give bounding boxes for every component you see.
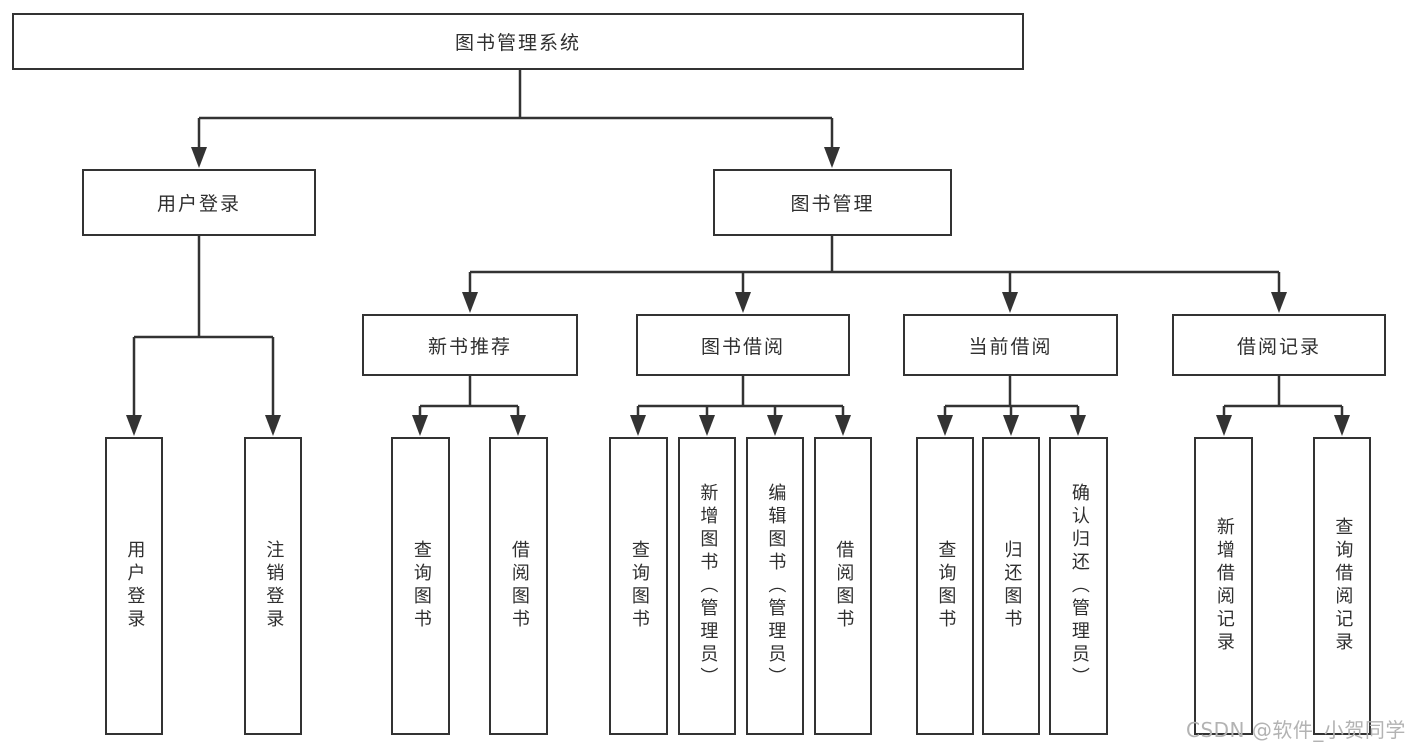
leaf-borrowing-add-books-admin-label: 新增图书（管理员） [697, 482, 719, 690]
node-new-book-recommend-label: 新书推荐 [427, 335, 512, 358]
watermark: CSDN @软件_小贺同学 [1186, 718, 1405, 742]
leaf-borrowing-add-books-admin: 新增图书（管理员） [678, 437, 736, 735]
leaf-user-login: 用户登录 [105, 437, 163, 735]
leaf-borrowing-edit-books-admin-label: 编辑图书（管理员） [765, 482, 787, 690]
leaf-logout-login: 注销登录 [244, 437, 302, 735]
node-user-login-label: 用户登录 [156, 193, 241, 215]
node-book-borrowing: 图书借阅 [636, 314, 850, 376]
leaf-newbook-borrow-books-label: 借阅图书 [508, 540, 530, 632]
leaf-records-query-borrow-record: 查询借阅记录 [1313, 437, 1371, 735]
node-current-borrowing: 当前借阅 [903, 314, 1118, 376]
leaf-newbook-borrow-books: 借阅图书 [489, 437, 548, 735]
leaf-borrowing-query-books-label: 查询图书 [628, 540, 650, 632]
leaf-borrowing-borrow-books: 借阅图书 [814, 437, 872, 735]
leaf-logout-login-label: 注销登录 [263, 540, 285, 632]
leaf-records-query-borrow-record-label: 查询借阅记录 [1332, 517, 1354, 655]
leaf-current-return-books: 归还图书 [982, 437, 1040, 735]
leaf-borrowing-edit-books-admin: 编辑图书（管理员） [746, 437, 804, 735]
leaf-records-add-borrow-record-label: 新增借阅记录 [1213, 517, 1235, 655]
leaf-current-confirm-return-admin: 确认归还（管理员） [1049, 437, 1108, 735]
leaf-records-add-borrow-record: 新增借阅记录 [1194, 437, 1253, 735]
node-book-borrowing-label: 图书借阅 [700, 335, 785, 358]
leaf-borrowing-borrow-books-label: 借阅图书 [833, 540, 855, 632]
node-current-borrowing-label: 当前借阅 [968, 335, 1053, 358]
node-book-management-label: 图书管理 [790, 193, 875, 215]
node-borrowing-records: 借阅记录 [1172, 314, 1386, 376]
leaf-newbook-query-books-label: 查询图书 [410, 540, 432, 632]
leaf-user-login-label: 用户登录 [124, 540, 146, 632]
node-user-login: 用户登录 [82, 169, 316, 236]
leaf-borrowing-query-books: 查询图书 [609, 437, 668, 735]
leaf-current-query-books: 查询图书 [916, 437, 974, 735]
leaf-current-confirm-return-admin-label: 确认归还（管理员） [1068, 482, 1090, 690]
leaf-current-return-books-label: 归还图书 [1001, 540, 1023, 632]
arrowheads [126, 147, 1350, 436]
node-book-management: 图书管理 [713, 169, 952, 236]
leaf-newbook-query-books: 查询图书 [391, 437, 450, 735]
node-new-book-recommend: 新书推荐 [362, 314, 578, 376]
leaf-current-query-books-label: 查询图书 [935, 540, 957, 632]
node-root: 图书管理系统 [12, 13, 1024, 70]
node-borrowing-records-label: 借阅记录 [1236, 335, 1321, 358]
node-root-label: 图书管理系统 [454, 32, 581, 54]
